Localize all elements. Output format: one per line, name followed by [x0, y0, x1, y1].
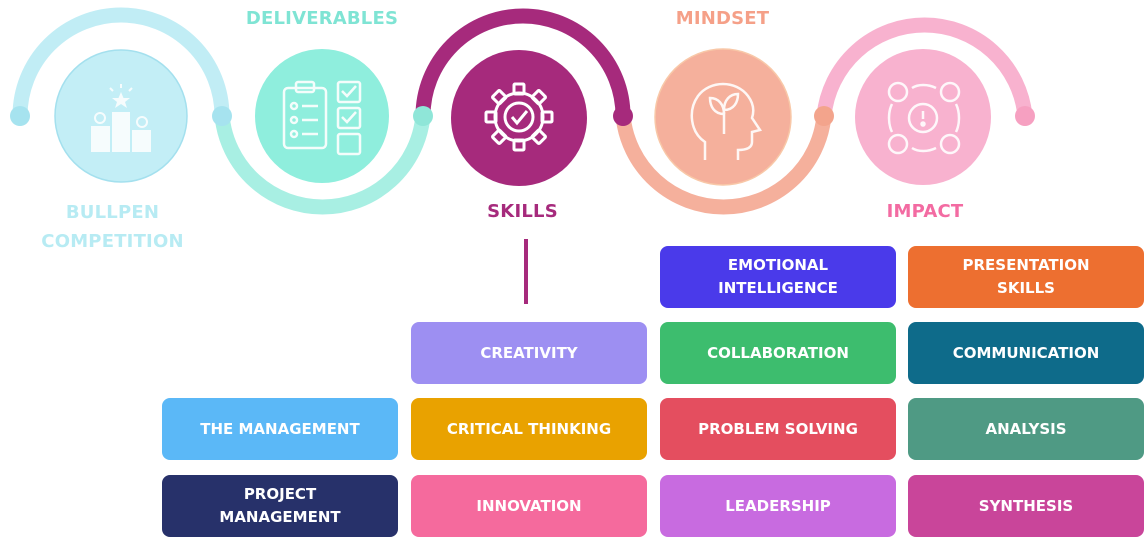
arc-skills — [415, 8, 631, 124]
stage-label-deliverables: DELIVERABLES — [245, 8, 399, 29]
skill-card-presentation-skills: PRESENTATION SKILLS — [908, 246, 1144, 308]
skill-card-innovation: INNOVATION — [411, 475, 647, 537]
skill-card-communication: COMMUNICATION — [908, 322, 1144, 384]
skill-card-the-management: THE MANAGEMENT — [162, 398, 398, 460]
stage-label-mindset: MINDSET — [675, 8, 770, 29]
timeline-diagram — [10, 7, 1035, 215]
joint-dot — [212, 106, 232, 126]
skill-card-leadership: LEADERSHIP — [660, 475, 896, 537]
stage-label-skills: SKILLS — [487, 201, 558, 222]
arc-mindset — [615, 108, 832, 215]
head-sprout-icon — [690, 82, 763, 160]
arc-deliverables — [214, 108, 431, 215]
skill-card-emotional-intelligence: EMOTIONAL INTELLIGENCE — [660, 246, 896, 308]
gear-check-icon — [484, 82, 554, 152]
skill-card-analysis: ANALYSIS — [908, 398, 1144, 460]
joint-dot — [413, 106, 433, 126]
skill-card-project-management: PROJECT MANAGEMENT — [162, 475, 398, 537]
stage-label-bullpen: BULLPEN COMPETITION — [41, 202, 184, 252]
joint-dot — [613, 106, 633, 126]
checklist-icon — [282, 80, 362, 156]
podium-icon — [91, 84, 151, 152]
arc-impact — [816, 17, 1033, 124]
joint-dot — [814, 106, 834, 126]
skill-card-creativity: CREATIVITY — [411, 322, 647, 384]
skill-card-synthesis: SYNTHESIS — [908, 475, 1144, 537]
joint-dot — [10, 106, 30, 126]
stage-circle-skills — [451, 50, 587, 186]
arc-bullpen — [12, 7, 230, 124]
stage-label-impact: IMPACT — [886, 201, 964, 222]
joint-dot — [1015, 106, 1035, 126]
skill-card-collaboration: COLLABORATION — [660, 322, 896, 384]
skill-card-problem-solving: PROBLEM SOLVING — [660, 398, 896, 460]
skill-card-critical-thinking: CRITICAL THINKING — [411, 398, 647, 460]
impact-cycle-icon — [887, 81, 961, 155]
